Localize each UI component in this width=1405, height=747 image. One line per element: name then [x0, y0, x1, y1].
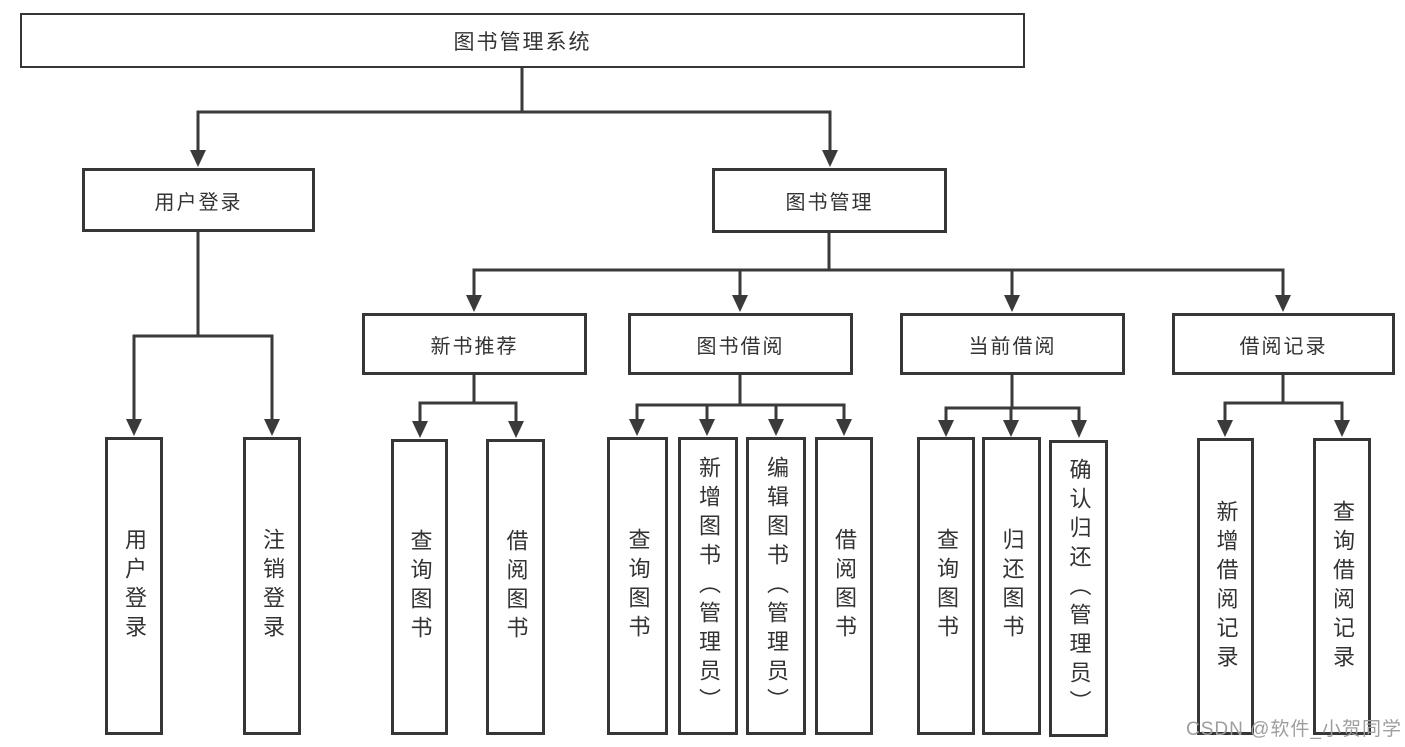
arrowhead [126, 419, 142, 436]
leaf-current-query-books: 查询图书 [917, 437, 975, 735]
arrowhead [836, 419, 852, 436]
node-label: 新书推荐 [430, 335, 519, 358]
arrowhead [1217, 420, 1233, 437]
node-label: 图书管理 [785, 192, 874, 214]
arrowhead [466, 295, 482, 312]
leaf-borrow-edit-books-admin: 编辑图书（管理员） [746, 437, 806, 735]
arrowhead [699, 419, 715, 436]
arrowhead [732, 295, 748, 312]
leaf-newbook-query-books: 查询图书 [391, 439, 448, 735]
leaf-borrow-borrow-books: 借阅图书 [815, 437, 873, 735]
leaf-label: 借阅图书 [503, 529, 529, 645]
leaf-label: 查询图书 [934, 528, 959, 644]
node-label: 图书借阅 [696, 335, 785, 358]
node-book-management: 图书管理 [712, 168, 947, 233]
arrowhead [822, 150, 838, 167]
connector-login-to-leaves [126, 230, 280, 436]
connector-current-to-leaves [938, 373, 1087, 438]
node-label: 图书管理系统 [453, 30, 592, 54]
leaf-label: 查询借阅记录 [1330, 499, 1355, 674]
arrowhead [1275, 295, 1291, 312]
csdn-watermark: CSDN @软件_小贺同学 [1186, 719, 1402, 740]
leaf-label: 查询图书 [625, 528, 651, 644]
leaf-user-login: 用户登录 [105, 437, 163, 735]
arrowhead [1003, 420, 1019, 437]
node-current-borrowing: 当前借阅 [900, 313, 1125, 375]
node-label: 借阅记录 [1239, 335, 1328, 358]
connector-mgmt-to-level3 [466, 231, 1291, 312]
leaf-label: 编辑图书（管理员） [764, 455, 789, 717]
arrowhead [1004, 295, 1020, 312]
arrowhead [264, 419, 280, 436]
node-borrowing-records: 借阅记录 [1172, 313, 1395, 375]
node-label: 用户登录 [154, 191, 243, 214]
arrowhead [629, 419, 645, 436]
node-label: 当前借阅 [968, 335, 1057, 358]
arrowhead [1334, 420, 1350, 437]
arrowhead [768, 419, 784, 436]
node-book-borrowing: 图书借阅 [628, 313, 853, 375]
leaf-records-add-record: 新增借阅记录 [1197, 438, 1254, 735]
arrowhead [412, 421, 428, 438]
leaf-label: 归还图书 [999, 528, 1025, 644]
arrowhead [508, 421, 524, 438]
leaf-label: 注销登录 [260, 528, 285, 644]
arrowhead [190, 150, 206, 167]
leaf-label: 新增图书（管理员） [696, 455, 721, 717]
leaf-label: 查询图书 [407, 529, 433, 645]
leaf-logout: 注销登录 [243, 437, 301, 735]
connector-records-to-leaves [1217, 373, 1350, 437]
leaf-borrow-query-books: 查询图书 [607, 437, 668, 735]
arrowhead [1071, 420, 1087, 438]
leaf-label: 借阅图书 [832, 528, 857, 644]
leaf-borrow-add-books-admin: 新增图书（管理员） [678, 437, 738, 735]
leaf-current-confirm-return-admin: 确认归还（管理员） [1049, 440, 1108, 737]
connector-borrow-to-leaves [629, 373, 852, 436]
leaf-current-return-books: 归还图书 [982, 437, 1041, 735]
node-root-library-system: 图书管理系统 [20, 13, 1025, 68]
arrowhead [938, 420, 954, 437]
node-new-book-recommendation: 新书推荐 [362, 313, 587, 375]
leaf-label: 确认归还（管理员） [1066, 458, 1092, 719]
node-user-login: 用户登录 [82, 168, 315, 232]
leaf-records-query-record: 查询借阅记录 [1313, 438, 1371, 735]
connector-root-to-level2 [190, 66, 838, 167]
connector-newbook-to-leaves [412, 373, 524, 438]
leaf-label: 用户登录 [122, 528, 147, 644]
leaf-label: 新增借阅记录 [1213, 499, 1239, 674]
leaf-newbook-borrow-books: 借阅图书 [486, 439, 545, 735]
